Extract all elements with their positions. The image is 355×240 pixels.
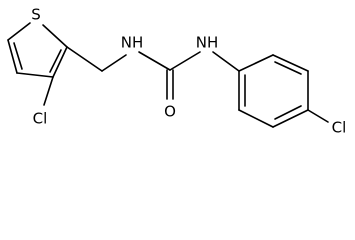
bond-c3-c4 xyxy=(16,72,54,78)
bond-n-c-left xyxy=(138,51,171,71)
benzene-ring xyxy=(238,54,309,128)
structure-canvas: S Cl NH O NH Cl xyxy=(7,6,347,137)
chlorine-thiophene-label: Cl xyxy=(33,110,48,128)
molecule-structure: S Cl NH O NH Cl xyxy=(7,6,347,137)
bond-ar5 xyxy=(238,109,274,128)
bond-ar2 xyxy=(272,54,309,72)
double-bond-ar-inner-2 xyxy=(274,105,302,120)
bond-c4-c5 xyxy=(7,39,18,74)
bond-c-n-right xyxy=(169,51,201,71)
bond-c2-c3 xyxy=(52,46,68,78)
nitrogen-left-label: NH xyxy=(121,34,144,52)
nitrogen-right-label: NH xyxy=(196,34,219,52)
oxygen-label: O xyxy=(164,103,176,121)
bond-c2-ch2 xyxy=(66,46,103,72)
bond-ch2-n xyxy=(101,54,127,72)
sulfur-label: S xyxy=(31,6,41,24)
double-bond-c4-c5-inner xyxy=(13,42,23,70)
bond-c3-cl xyxy=(43,76,54,106)
bond-ar4 xyxy=(272,109,309,128)
double-bond-ar-inner-1 xyxy=(274,61,302,75)
thiophene-ring xyxy=(7,22,68,78)
double-bond-c2-c3-inner xyxy=(49,49,62,73)
bond-c5-s xyxy=(7,22,31,41)
bond-ar-cl xyxy=(307,109,329,123)
bond-n-aryl xyxy=(212,51,240,72)
chlorine-phenyl-label: Cl xyxy=(332,119,347,137)
bond-ar1 xyxy=(238,54,274,72)
bond-s-c2 xyxy=(42,24,68,48)
